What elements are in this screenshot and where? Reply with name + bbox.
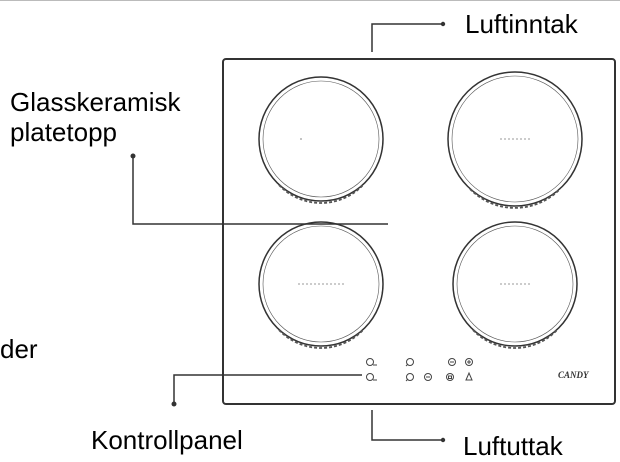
cooking-zone-bottom-right xyxy=(452,221,578,349)
control-panel-callout-line xyxy=(173,374,362,404)
cooking-zone-top-left xyxy=(258,76,384,204)
zone-select-icon xyxy=(405,373,414,382)
glass-top-callout-line xyxy=(132,156,388,225)
plus-icon xyxy=(465,358,473,366)
control-panel-callout-dot xyxy=(171,401,177,407)
glass-ceramic-top-label-line2: platetopp xyxy=(10,117,117,147)
air-intake-callout-line xyxy=(371,23,443,52)
air-outlet-callout-line xyxy=(371,410,443,441)
lock-icon xyxy=(446,373,454,381)
minus-icon xyxy=(424,373,432,381)
air-intake-label: Luftinntak xyxy=(465,9,578,39)
cooking-zones-label-partial: der xyxy=(0,334,38,364)
glass-ceramic-top-label-line1: Glasskeramisk xyxy=(10,87,181,117)
control-panel xyxy=(366,358,473,382)
cooking-zone-top-right xyxy=(447,71,583,209)
zone-select-icon xyxy=(405,358,414,367)
power-icon xyxy=(366,358,377,366)
timer-icon xyxy=(448,358,456,366)
air-intake-callout-dot xyxy=(440,21,446,27)
air-outlet-callout-dot xyxy=(440,437,446,443)
top-divider xyxy=(0,0,620,1)
hob-outline xyxy=(222,58,616,405)
control-panel-label: Kontrollpanel xyxy=(91,425,243,455)
cooking-zone-bottom-left xyxy=(258,221,384,349)
brand-logo: CANDY xyxy=(558,370,590,380)
air-outlet-label: Luftuttak xyxy=(463,431,563,461)
boost-icon xyxy=(465,371,473,381)
glass-top-callout-dot xyxy=(130,153,136,159)
power-icon xyxy=(366,373,377,381)
